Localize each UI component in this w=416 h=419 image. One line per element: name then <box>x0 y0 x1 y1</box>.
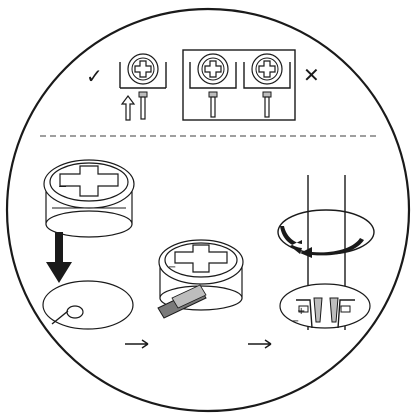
step1-cam-lock: − <box>44 160 134 237</box>
minus-sign-2: − <box>168 262 176 273</box>
minus-sign-1: − <box>58 180 67 193</box>
step2-cam-inserted: − <box>158 240 243 318</box>
plus-sign: + <box>297 306 305 317</box>
check-icon: ✓ <box>86 64 103 88</box>
cross-icon: ✕ <box>303 63 320 87</box>
step1-hole <box>43 281 133 329</box>
minus-sign-3: − <box>291 316 299 327</box>
